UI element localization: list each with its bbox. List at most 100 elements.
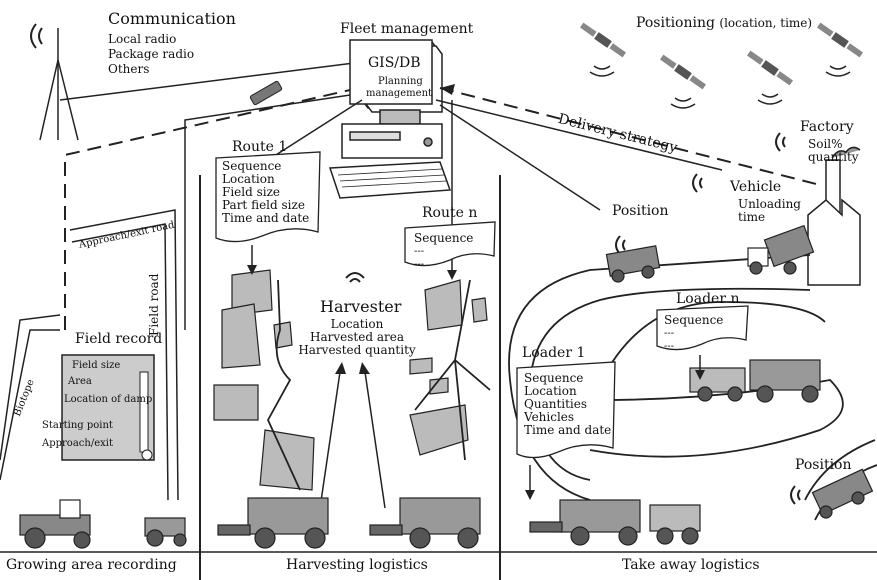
route1-list: Sequence Location Field size Part field … [222, 160, 309, 225]
tractor-icon-growing [19, 499, 91, 549]
routen-item: --- [414, 246, 425, 257]
harvester-item: Harvested quantity [298, 343, 416, 357]
route1-arrow-head [247, 265, 257, 275]
loader1-item: Location [524, 384, 577, 398]
loadern-item: --- [664, 341, 675, 352]
route1-fields [213, 269, 315, 491]
vehicle-item: time [738, 210, 766, 224]
field-road [0, 209, 179, 501]
loader1-arrow-head [525, 490, 535, 500]
harvester-arrow-head-left [335, 362, 346, 374]
radio-device-icon [249, 80, 283, 106]
vehicle-list: Unloading time [738, 198, 801, 224]
field-road-label: Field road [147, 273, 161, 336]
field-record-area [61, 354, 155, 461]
truck-icon-position [605, 245, 661, 283]
routen-road [414, 279, 491, 461]
antenna-tower-icon [30, 23, 79, 141]
delivery-arrow-head [440, 84, 455, 95]
route1-title: Route 1 [232, 139, 288, 155]
loader1-item: Vehicles [524, 410, 575, 424]
factory-item: quantity [808, 150, 859, 164]
routen-fields [409, 279, 488, 456]
field-record-item: Approach/exit [42, 438, 113, 449]
field-record-item: Starting point [42, 420, 113, 431]
management-label: management [366, 88, 433, 99]
truck-icon-position-bottom [811, 468, 874, 519]
satellite-icon-1 [579, 22, 627, 58]
section-label-takeaway: Take away logistics [622, 557, 760, 573]
communication-item: Local radio [108, 32, 177, 46]
field-damp-strip [139, 371, 149, 453]
section-label-harvesting: Harvesting logistics [286, 557, 428, 573]
vehicle-item: Unloading [738, 197, 801, 211]
communication-item: Package radio [108, 47, 195, 61]
loader-icon-n [689, 359, 821, 403]
satellite-icon-4 [816, 22, 864, 58]
loader1-item: Quantities [524, 397, 588, 411]
note-boxes [215, 151, 749, 459]
computer-icon [328, 39, 452, 199]
harvester-title: Harvester [320, 297, 402, 316]
route1-item: Time and date [222, 211, 310, 225]
route1-item: Field size [222, 185, 281, 199]
field-record-item: Field size [72, 360, 121, 371]
satellite-icon-2 [659, 54, 707, 90]
fleet-links [184, 94, 723, 330]
communication-list: Local radio Package radio Others [108, 32, 194, 77]
loadern-item: --- [664, 328, 675, 339]
small-tractor-icon [144, 517, 187, 547]
positioning-label: Positioning [636, 15, 715, 31]
loader1-item: Time and date [524, 423, 612, 437]
loader-arrows [529, 355, 701, 492]
route1-road [266, 279, 301, 491]
loader-icon-1 [529, 499, 701, 546]
satellite-icon-3 [746, 50, 794, 86]
loader1-item: Sequence [524, 371, 584, 385]
positioning-title: Positioning (location, time) [636, 15, 813, 31]
harvester-item: Location [330, 317, 384, 331]
starting-point-marker [141, 449, 153, 461]
route1-item: Location [222, 172, 275, 186]
loadern-title: Loader n [676, 291, 740, 307]
field-record-item: Area [68, 376, 92, 387]
harvester-arrow-head-right [359, 362, 370, 374]
routen-item: Sequence [414, 231, 474, 245]
harvester-arrows [319, 371, 386, 509]
communication-title: Communication [108, 9, 236, 28]
route1-item: Part field size [222, 198, 305, 212]
loader1-title: Loader 1 [522, 345, 586, 361]
truck-icon-vehicle [747, 224, 815, 275]
harvester-item: Harvested area [310, 330, 404, 344]
harvester-icon-2 [369, 497, 481, 549]
factory-icon [807, 146, 861, 286]
vehicle-title: Vehicle [730, 179, 782, 195]
routen-arrow-head [447, 270, 457, 280]
harvester-icon-1 [217, 497, 329, 549]
planning-label: Planning [378, 76, 423, 87]
comm-link-line [59, 61, 363, 101]
loadern-arrow-head [695, 370, 705, 380]
factory-item: Soil% [808, 137, 843, 151]
position-bottom-label: Position [795, 457, 852, 473]
position-top-label: Position [612, 203, 669, 219]
harvester-list: Location Harvested area Harvested quanti… [298, 318, 416, 357]
loader1-list: Sequence Location Quantities Vehicles Ti… [524, 372, 611, 437]
routen-item: --- [414, 259, 425, 270]
loadern-item: Sequence [664, 313, 724, 327]
loadern-list: Sequence --- --- [664, 314, 723, 353]
gis-db-label: GIS/DB [368, 55, 421, 71]
routen-list: Sequence --- --- [414, 232, 473, 271]
factory-list: Soil% quantity [808, 138, 859, 164]
factory-title: Factory [800, 119, 854, 135]
section-label-growing: Growing area recording [6, 557, 177, 573]
satellite-signal-waves [589, 65, 851, 109]
fleet-management-title: Fleet management [340, 21, 474, 37]
routen-title: Route n [422, 205, 478, 221]
route1-item: Sequence [222, 159, 282, 173]
field-record-title: Field record [75, 331, 163, 347]
field-record-item: Location of damp [64, 394, 153, 405]
positioning-sub: (location, time) [719, 16, 813, 30]
